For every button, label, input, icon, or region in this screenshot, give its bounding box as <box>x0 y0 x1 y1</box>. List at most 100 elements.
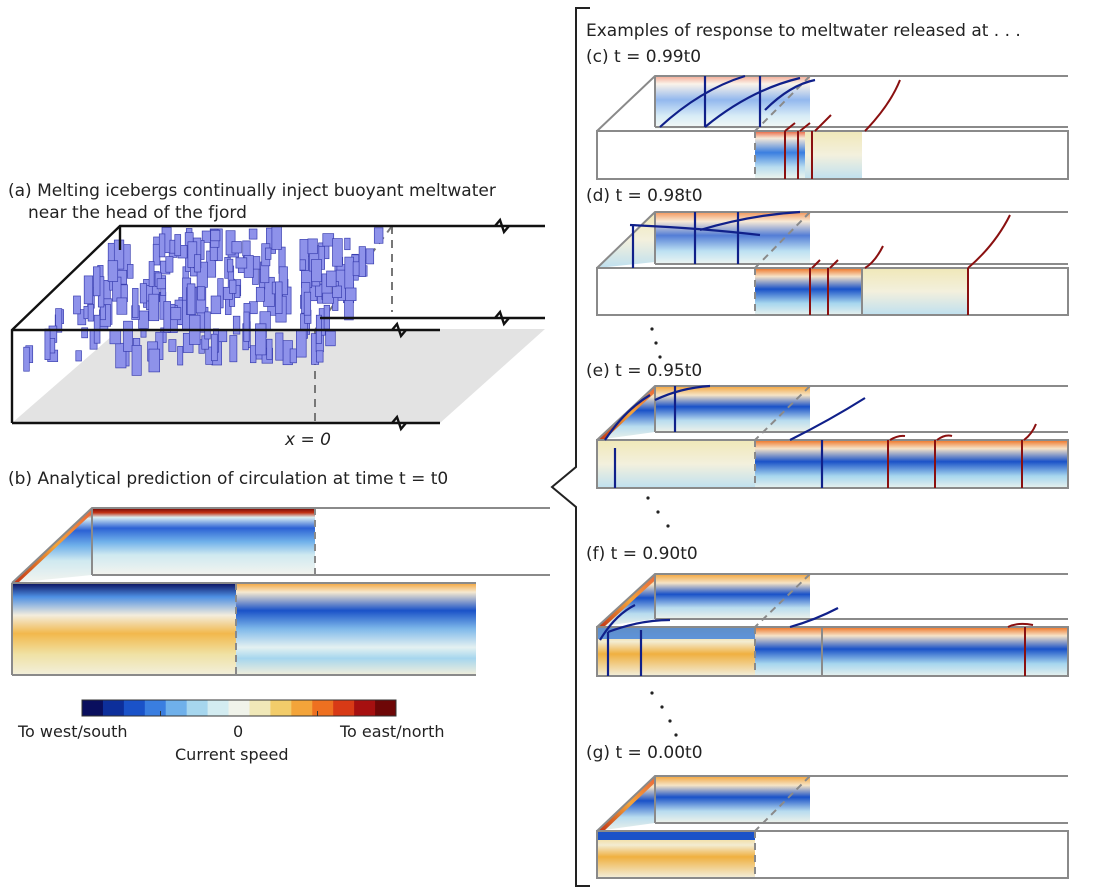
d-navy-curve-1 <box>629 223 761 237</box>
iceberg-block <box>303 291 312 316</box>
iceberg-block <box>235 257 248 269</box>
break-mark-top <box>494 217 510 235</box>
iceberg-block <box>332 285 342 298</box>
panel-b-caption: (b) Analytical prediction of circulation… <box>8 469 448 489</box>
panel-b: (b) Analytical prediction of circulation… <box>8 469 550 676</box>
d-maroon-hooks <box>811 245 884 269</box>
e-front-west <box>597 440 755 488</box>
colorbar-cell <box>312 700 334 716</box>
iceberg-block <box>177 346 184 366</box>
f-navy-curve-1 <box>599 604 636 641</box>
d-x0-diag <box>754 211 811 269</box>
iceberg-block <box>345 287 357 301</box>
colorbar-cell <box>270 700 292 716</box>
f-frame-front <box>596 626 1069 677</box>
panel-a-caption-line2: near the head of the fjord <box>28 203 247 223</box>
iceberg-block <box>197 286 206 301</box>
b-front-face-west <box>12 583 236 675</box>
iceberg-block <box>275 281 283 314</box>
iceberg-block <box>148 261 155 287</box>
g-x0-diag <box>754 775 811 832</box>
e-navy-curve-2 <box>654 384 711 401</box>
iceberg-block <box>229 335 238 363</box>
f-back-face <box>655 574 810 619</box>
iceberg-block <box>344 256 354 289</box>
colorbar-center-label: 0 <box>233 722 243 741</box>
e-front-east <box>755 440 1068 488</box>
iceberg-block <box>307 238 318 255</box>
iceberg-block <box>266 338 273 360</box>
colorbar-left-label: To west/south <box>17 722 128 741</box>
iceberg-block <box>186 283 196 315</box>
iceberg-block <box>365 248 375 265</box>
iceberg-block <box>232 315 241 335</box>
c-back-face <box>655 76 810 129</box>
f-front-west-band <box>597 627 755 639</box>
iceberg-block <box>218 330 228 343</box>
iceberg-block <box>138 310 149 329</box>
ellipsis-dots-3 <box>650 691 678 737</box>
iceberg-block <box>194 254 201 273</box>
g-front-west-band <box>597 831 755 840</box>
colorbar: To west/south 0 To east/north Current sp… <box>17 699 445 764</box>
iceberg-block <box>204 311 211 340</box>
iceberg-block <box>255 286 265 302</box>
d-back-face <box>655 212 810 264</box>
panel-d: (d) t = 0.98t0 <box>586 186 1069 316</box>
iceberg-block <box>248 228 258 240</box>
iceberg-block <box>107 260 119 282</box>
iceberg-block <box>332 238 343 267</box>
g-diag-surface <box>597 776 662 831</box>
iceberg-block <box>296 329 307 358</box>
colorbar-cell <box>102 700 125 716</box>
colorbar-cell <box>291 700 313 716</box>
iceberg-block <box>243 311 250 342</box>
colorbar-cell <box>228 700 250 716</box>
iceberg-block <box>75 350 82 362</box>
colorbar-cell <box>186 700 209 716</box>
f-navy-curve-3 <box>789 607 839 629</box>
iceberg-block <box>227 258 234 273</box>
colorbar-cell <box>82 700 104 716</box>
e-x0-diag <box>754 385 811 441</box>
c-front-plume <box>755 131 805 179</box>
e-back-face <box>655 386 810 432</box>
panel-g-label: (g) t = 0.00t0 <box>586 743 703 763</box>
iceberg-block <box>23 346 30 372</box>
colorbar-cell <box>144 700 167 716</box>
c-navy-curve-3 <box>764 78 816 111</box>
iceberg-block <box>165 256 174 273</box>
panel-f: (f) t = 0.90t0 <box>586 544 1069 677</box>
iceberg-block <box>139 283 147 304</box>
break-mark-back <box>494 309 510 327</box>
iceberg-block <box>316 350 324 363</box>
colorbar-cell <box>249 700 271 716</box>
iceberg-block <box>73 295 81 315</box>
e-maroon-hooks <box>889 423 1037 441</box>
c-navy-curve-1 <box>659 74 746 128</box>
panel-f-label: (f) t = 0.90t0 <box>586 544 698 564</box>
x-zero-label: x = 0 <box>284 430 331 450</box>
iceberg-block <box>170 307 182 321</box>
iceberg-block <box>358 246 366 277</box>
colorbar-outline <box>81 699 397 717</box>
iceberg-block <box>132 288 139 318</box>
colorbar-cell <box>165 700 188 716</box>
fjord-floor <box>12 329 545 423</box>
iceberg-block <box>158 233 166 258</box>
colorbar-cell <box>123 700 146 716</box>
iceberg-block <box>231 241 242 254</box>
right-bracket <box>550 7 590 887</box>
iceberg-block <box>249 301 258 315</box>
colorbar-title: Current speed <box>175 745 289 764</box>
colorbar-cell <box>375 700 397 716</box>
d-front-plume <box>755 268 862 315</box>
f-maroon-hook <box>1007 622 1034 628</box>
iceberg-block <box>116 297 128 315</box>
iceberg-block <box>156 278 166 290</box>
box-edge-top-back <box>10 224 545 423</box>
break-mark-bottom <box>391 414 407 432</box>
iceberg-block <box>255 323 267 356</box>
right-header: Examples of response to meltwater releas… <box>586 21 1021 41</box>
iceberg-block <box>265 247 272 260</box>
